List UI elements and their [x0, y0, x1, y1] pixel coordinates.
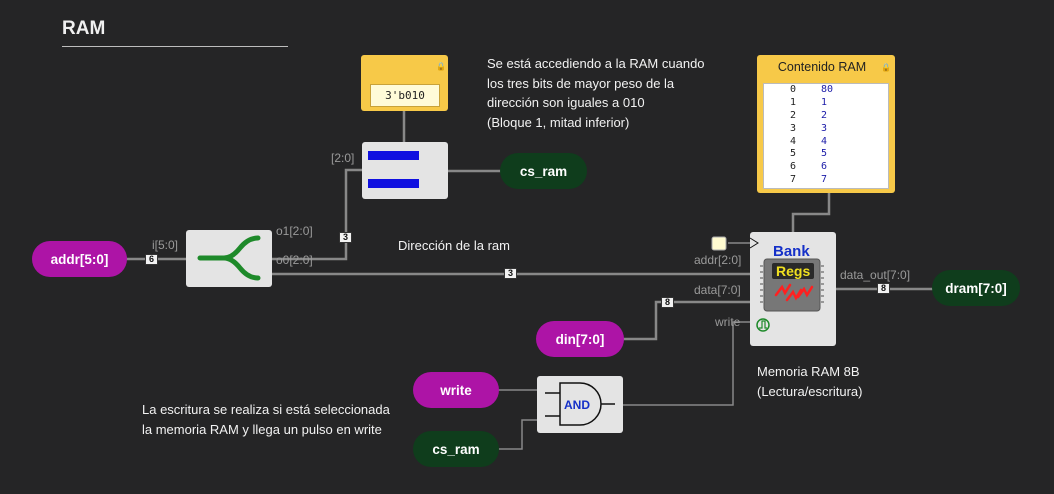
ram-port-out: data_out[7:0]	[840, 268, 911, 282]
comparator-in-label: [2:0]	[331, 151, 355, 165]
ram-content-title: Contenido RAM	[777, 60, 867, 74]
splitter-out1-label: o1[2:0]	[276, 224, 313, 238]
and-gate-label: AND	[564, 398, 590, 412]
wire-width-o1: 3	[339, 232, 353, 243]
wire-o1	[270, 168, 364, 261]
note-access: Se está accediendo a la RAM cuando los t…	[487, 56, 705, 130]
splitter-icon	[197, 235, 261, 281]
equals-icon-top	[368, 151, 419, 160]
output-dram[interactable]: dram[7:0]	[932, 270, 1020, 306]
lock-icon: 🔒	[881, 63, 891, 72]
ram-port-data: data[7:0]	[694, 283, 741, 297]
wire-width-din: 8	[661, 297, 675, 308]
clock-triangle-icon	[749, 237, 759, 249]
equals-icon-bottom	[368, 179, 419, 188]
constant-value[interactable]: 3'b010	[370, 84, 440, 107]
ram-bank-label: Bank	[773, 243, 810, 260]
ram-port-addr: addr[2:0]	[694, 253, 742, 267]
wire-din	[622, 300, 752, 341]
input-cs-ram[interactable]: cs_ram	[413, 431, 499, 467]
output-cs-ram[interactable]: cs_ram	[500, 153, 587, 189]
splitter-out0-label: o0[2:0]	[276, 253, 313, 267]
splitter-in-label: i[5:0]	[152, 238, 179, 252]
lock-icon: 🔒	[436, 62, 446, 71]
ram-regs-label: Regs	[772, 263, 815, 279]
note-write: La escritura se realiza si está seleccio…	[142, 402, 390, 437]
ram-port-write: write	[715, 315, 741, 329]
wire-width-addr: 6	[145, 254, 159, 265]
wire-width-o0: 3	[504, 268, 518, 279]
input-write[interactable]: write	[413, 372, 499, 408]
wire-and-in-cs	[498, 419, 537, 450]
page-title: RAM	[62, 18, 106, 39]
and-gate-block[interactable]	[537, 376, 623, 433]
title-divider	[62, 46, 288, 47]
input-din[interactable]: din[7:0]	[536, 321, 624, 357]
note-address: Dirección de la ram	[398, 238, 510, 253]
wire-and-out	[623, 321, 750, 406]
clock-edge-icon	[756, 318, 770, 332]
and-gate-icon	[545, 382, 615, 426]
note-memory: Memoria RAM 8B (Lectura/escritura)	[757, 364, 863, 399]
comparator-block[interactable]	[362, 142, 448, 199]
wire-ram-view	[791, 191, 831, 234]
input-addr[interactable]: addr[5:0]	[32, 241, 127, 277]
wire-width-dout: 8	[877, 283, 891, 294]
clock-input[interactable]	[711, 236, 727, 251]
constant-block[interactable]: 🔒 3'b010	[361, 55, 448, 111]
